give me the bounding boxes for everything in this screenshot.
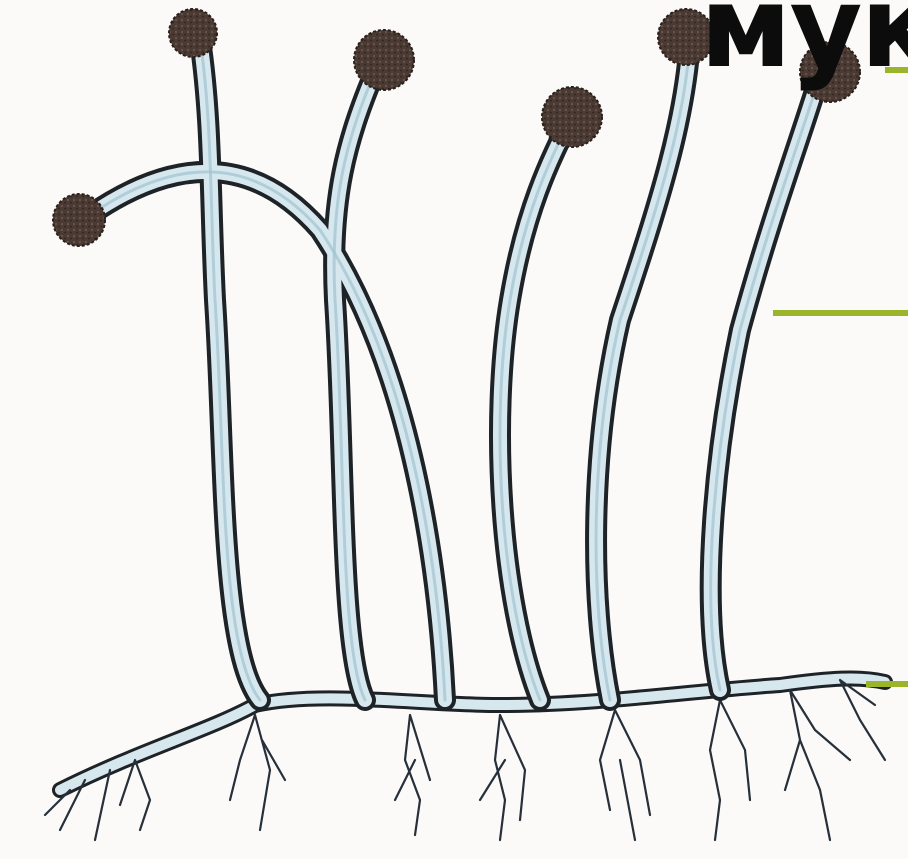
sporangium-2 [354,30,414,90]
stolon-network [60,678,885,790]
sporangium-1 [169,9,217,57]
sporangium-4 [542,87,602,147]
sporangium-3 [53,194,105,246]
slide-title-fragment: мук [700,0,908,84]
sporangiophores [90,40,820,700]
